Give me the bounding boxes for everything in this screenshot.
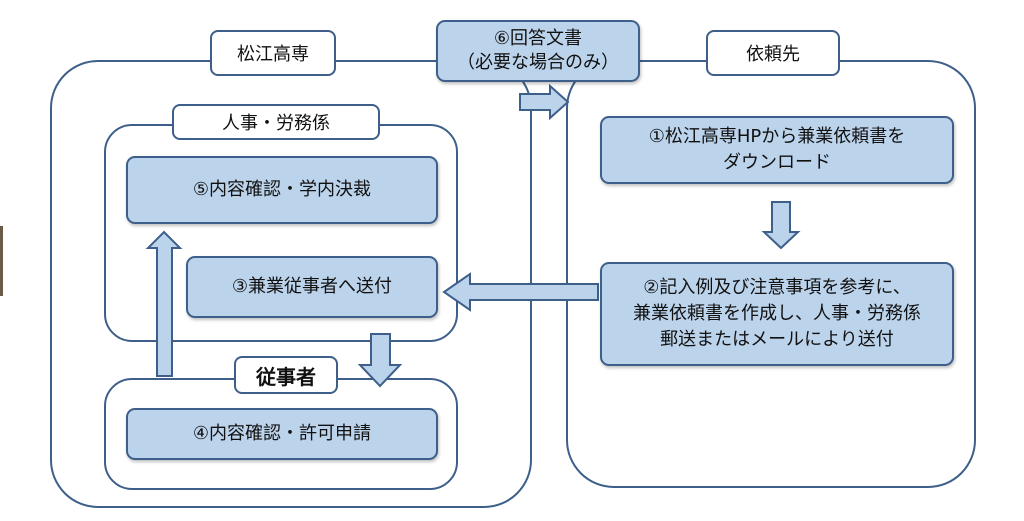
answer-document-box: ⑥回答文書 （必要な場合のみ） <box>436 20 640 82</box>
step2-line2: 兼業依頼書を作成し、人事・労務係 <box>633 303 921 324</box>
step4-text: ④内容確認・許可申請 <box>192 423 372 444</box>
worker-label: 従事者 <box>234 356 338 394</box>
step2-box: ②記入例及び注意事項を参考に、 兼業依頼書を作成し、人事・労務係 郵送またはメー… <box>600 262 954 366</box>
personnel-label-text: 人事・労務係 <box>222 113 330 134</box>
requester-label-text: 依頼先 <box>746 44 800 65</box>
step5-box: ⑤内容確認・学内決裁 <box>126 156 438 224</box>
worker-label-text: 従事者 <box>256 364 316 389</box>
arrow-step3-to-worker <box>357 333 403 388</box>
answer-line1: ⑥回答文書 <box>493 28 583 49</box>
requester-label: 依頼先 <box>706 30 840 76</box>
step2-line1: ②記入例及び注意事項を参考に、 <box>643 277 911 298</box>
step1-line2: ダウンロード <box>723 152 831 173</box>
step3-text: ③兼業従事者へ送付 <box>231 276 393 297</box>
answer-line2: （必要な場合のみ） <box>457 52 619 73</box>
matsue-label-text: 松江高専 <box>237 44 309 65</box>
step4-box: ④内容確認・許可申請 <box>126 408 438 460</box>
step1-line1: ①松江高専HPから兼業依頼書を <box>648 126 906 147</box>
arrow-step1-to-step2 <box>761 201 801 250</box>
arrow-answer-to-requester <box>519 83 570 121</box>
step5-text: ⑤内容確認・学内決裁 <box>192 179 372 200</box>
matsue-label: 松江高専 <box>210 30 336 76</box>
step3-box: ③兼業従事者へ送付 <box>186 256 438 318</box>
arrow-step2-to-step3 <box>442 272 599 312</box>
step1-box: ①松江高専HPから兼業依頼書を ダウンロード <box>600 116 954 184</box>
step2-line3: 郵送またはメールにより送付 <box>660 329 894 350</box>
arrow-worker-to-step5 <box>145 230 183 377</box>
personnel-label: 人事・労務係 <box>172 104 380 140</box>
edge-mark <box>0 226 3 296</box>
